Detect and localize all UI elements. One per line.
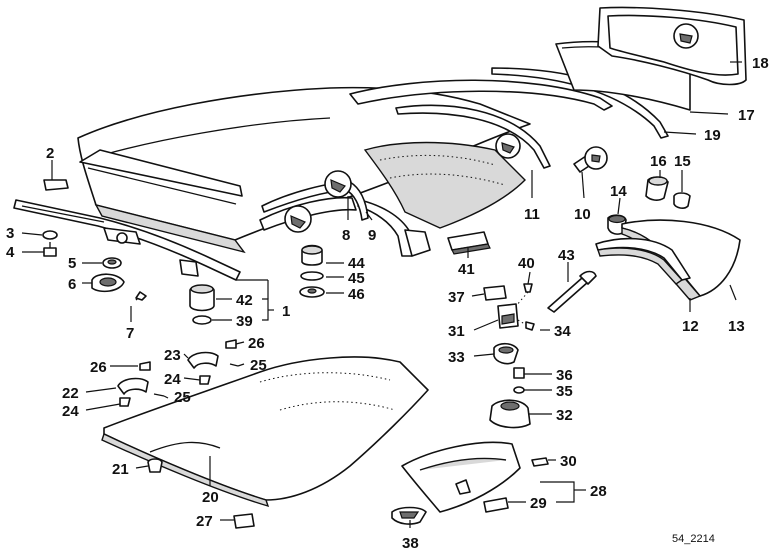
callout-21: 21 xyxy=(112,461,129,478)
callout-20: 20 xyxy=(202,489,219,506)
diagram-reference: 54_2214 xyxy=(672,533,715,545)
callout-25a: 25 xyxy=(250,357,267,374)
callout-15: 15 xyxy=(674,153,691,170)
callout-43: 43 xyxy=(558,247,575,264)
seal-clips xyxy=(284,133,521,233)
callout-36: 36 xyxy=(556,367,573,384)
callout-27: 27 xyxy=(196,513,213,530)
callout-42: 42 xyxy=(236,292,253,309)
callout-44: 44 xyxy=(348,255,365,272)
part-41-cover xyxy=(447,231,491,255)
callout-11: 11 xyxy=(524,206,540,223)
hardtop-shell xyxy=(77,86,531,257)
callout-32: 32 xyxy=(556,407,573,424)
leader-lines xyxy=(21,61,742,528)
callout-2: 2 xyxy=(46,145,54,162)
callout-22: 22 xyxy=(62,385,79,402)
callout-37: 37 xyxy=(448,289,465,306)
callout-30: 30 xyxy=(560,453,577,470)
callout-19: 19 xyxy=(704,127,721,144)
callout-5: 5 xyxy=(68,255,76,272)
side-trim-panel xyxy=(401,441,549,513)
callout-8: 8 xyxy=(342,227,350,244)
callout-17: 17 xyxy=(738,107,755,124)
callout-25b: 25 xyxy=(174,389,191,406)
callout-34: 34 xyxy=(554,323,571,340)
callout-40: 40 xyxy=(518,255,535,272)
callout-29: 29 xyxy=(530,495,547,512)
callout-9: 9 xyxy=(368,227,376,244)
callout-41: 41 xyxy=(458,261,475,278)
callout-labels: 1 2 3 4 5 6 7 8 9 10 11 12 13 14 15 16 1… xyxy=(6,55,769,552)
callout-6: 6 xyxy=(68,276,76,293)
callout-45: 45 xyxy=(348,270,365,287)
callout-33: 33 xyxy=(448,349,465,366)
callout-31: 31 xyxy=(448,323,465,340)
callout-24b: 24 xyxy=(164,371,181,388)
callout-12: 12 xyxy=(682,318,699,335)
callout-24a: 24 xyxy=(62,403,79,420)
callout-18: 18 xyxy=(752,55,769,72)
rear-window-seals xyxy=(349,6,747,169)
callout-1: 1 xyxy=(282,303,290,320)
front-rail-assembly xyxy=(13,179,241,325)
callout-16: 16 xyxy=(650,153,667,170)
bumper-stack xyxy=(299,244,325,298)
callout-26a: 26 xyxy=(90,359,107,376)
callout-7: 7 xyxy=(126,325,134,342)
lamps xyxy=(233,506,427,529)
callout-39: 39 xyxy=(236,313,253,330)
callout-10: 10 xyxy=(574,206,591,223)
callout-38: 38 xyxy=(402,535,419,552)
callout-26b: 26 xyxy=(248,335,265,352)
callout-13: 13 xyxy=(728,318,745,335)
callout-23: 23 xyxy=(164,347,181,364)
latch-assembly xyxy=(483,270,597,429)
callout-14: 14 xyxy=(610,183,627,200)
callout-35: 35 xyxy=(556,383,573,400)
callout-46: 46 xyxy=(348,286,365,303)
callout-4: 4 xyxy=(6,244,15,261)
callout-3: 3 xyxy=(6,225,14,242)
callout-28: 28 xyxy=(590,483,607,500)
rear-panels xyxy=(595,219,741,301)
small-fittings-right xyxy=(573,146,691,235)
headliner xyxy=(101,339,429,508)
